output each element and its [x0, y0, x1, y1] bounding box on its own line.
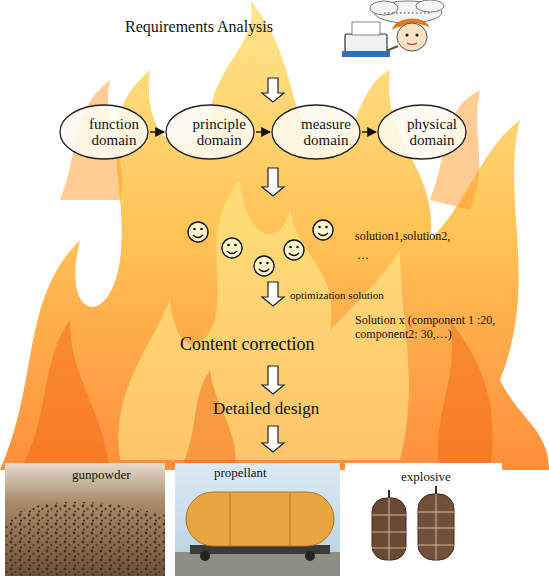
domain-name: physical domain: [397, 116, 467, 149]
flow-arrow: [256, 131, 270, 132]
solution-list: solution1,solution2,: [355, 230, 450, 244]
explosive-photo: [345, 463, 502, 576]
domain-ellipse: measure domain: [271, 104, 361, 160]
typewriter-base: [342, 51, 390, 57]
ellipse-shape: [272, 105, 360, 159]
fire-background: [0, 0, 549, 470]
ellipse-shape: [166, 105, 254, 159]
wheel: [200, 551, 210, 561]
ellipse-shape: [60, 105, 148, 159]
thinking-person-cartoon: [342, 0, 444, 57]
gunpowder-photo: [5, 463, 165, 576]
powder-heap: [5, 502, 165, 576]
ellipse-text: principle domain: [183, 116, 255, 149]
tank-ring: [229, 493, 231, 545]
wheel: [305, 551, 315, 561]
smiley: [254, 256, 274, 276]
typewriter: [345, 34, 387, 52]
smiley: [284, 240, 304, 260]
flow-arrow: [150, 131, 164, 132]
photo-frame: [345, 463, 502, 576]
step-title: Content correction: [180, 334, 314, 355]
face: [397, 23, 427, 51]
ellipsis-text: …: [357, 249, 369, 263]
photo-caption: gunpowder: [72, 468, 131, 483]
domain-name: function domain: [79, 116, 149, 149]
flow-arrow: [362, 131, 376, 132]
ellipse-shape: [378, 105, 466, 159]
photo-frame: [175, 463, 340, 576]
down-arrow: [262, 78, 284, 102]
ground: [175, 552, 340, 576]
smiley: [188, 222, 208, 242]
ellipse-text: physical domain: [397, 116, 467, 149]
smiley: [313, 220, 333, 240]
step-note: optimization solution: [290, 289, 384, 302]
tank-ring: [289, 493, 291, 545]
heading-text: Requirements Analysis: [125, 18, 273, 36]
net: [372, 494, 454, 560]
domain-name: principle domain: [183, 116, 255, 149]
ellipse-text: function domain: [79, 116, 149, 149]
mouth: [407, 43, 417, 45]
photo-frame: [5, 463, 165, 576]
down-arrow: [262, 168, 284, 196]
ellipse-text: measure domain: [291, 116, 361, 149]
eye: [415, 33, 418, 36]
domain-ellipse: principle domain: [165, 104, 255, 160]
domain-name: measure domain: [291, 116, 361, 149]
fuel-tank: [186, 492, 334, 546]
domain-ellipse: physical domain: [377, 104, 467, 160]
photo-caption: propellant: [214, 466, 267, 481]
thought-dots: [384, 12, 432, 13]
handle: [435, 486, 437, 494]
solution-smileys: [188, 220, 333, 276]
handle: [388, 490, 390, 498]
down-arrow: [262, 426, 284, 452]
photo-caption: explosive: [401, 470, 451, 485]
smiley: [222, 238, 242, 258]
down-arrow: [262, 366, 284, 394]
propellant-tank-photo: [175, 463, 340, 576]
eye: [405, 33, 408, 36]
thought-cloud: [416, 0, 444, 12]
domain-ellipse: function domain: [59, 104, 149, 160]
flame: [20, 320, 493, 470]
step-title: Detailed design: [213, 399, 319, 419]
solution-detail: Solution x (component 1 :20, component2:…: [355, 314, 533, 342]
down-arrow: [262, 282, 284, 306]
flame: [0, 0, 549, 470]
typewriter-paper: [352, 22, 380, 35]
